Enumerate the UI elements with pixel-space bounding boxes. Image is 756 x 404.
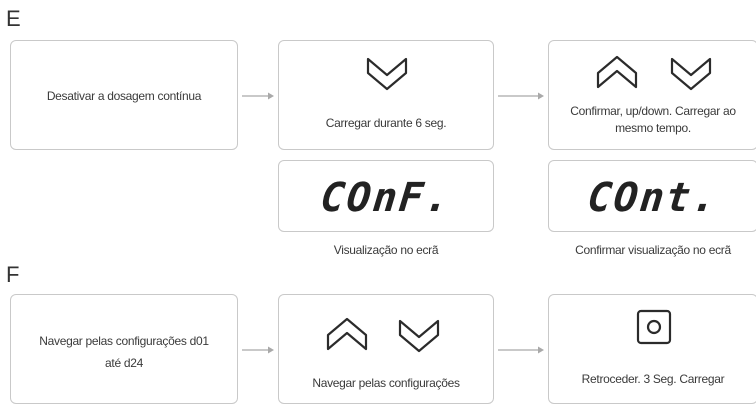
chevron-down-icon (397, 315, 441, 355)
arrow-f2-f3 (498, 345, 544, 355)
chevron-down-icon (365, 53, 409, 93)
step-f3-box: Retroceder. 3 Seg. Carregar (548, 294, 756, 404)
step-f2-box: Navegar pelas configurações (278, 294, 494, 404)
chevron-down-icon (669, 53, 713, 93)
display-conf-box: COnF. (278, 160, 494, 232)
display-cont-caption: Confirmar visualização no ecrã (575, 243, 731, 257)
arrow-e1-e2 (242, 91, 274, 101)
step-e2-text: Carregar durante 6 seg. (325, 116, 447, 130)
arrow-f1-f2 (242, 345, 274, 355)
step-f1-text-line2: até d24 (105, 356, 143, 370)
section-e-label: E (6, 6, 21, 31)
step-e2-box: Carregar durante 6 seg. (278, 40, 494, 150)
step-e1-box: Desativar a dosagem contínua (10, 40, 238, 150)
step-f3-text: Retroceder. 3 Seg. Carregar (581, 372, 725, 386)
chevron-up-icon (325, 315, 369, 355)
step-f1-text-line1: Navegar pelas configurações d01 (39, 334, 209, 348)
step-e3-text-line2: mesmo tempo. (615, 121, 691, 135)
step-f2-text: Navegar pelas configurações (312, 376, 460, 390)
display-conf-text: COnF. (318, 175, 454, 221)
step-f1-box: Navegar pelas configurações d01 até d24 (10, 294, 238, 404)
section-f-label: F (6, 262, 20, 287)
step-e3-text-line1: Confirmar, up/down. Carregar ao (570, 104, 736, 118)
chevron-up-icon (595, 53, 639, 93)
display-conf-caption: Visualização no ecrã (333, 243, 439, 257)
square-button-icon (636, 309, 672, 345)
step-e1-text: Desativar a dosagem contínua (46, 89, 202, 103)
arrow-e2-e3 (498, 91, 544, 101)
display-cont-text: COnt. (585, 175, 721, 221)
step-e3-box: Confirmar, up/down. Carregar ao mesmo te… (548, 40, 756, 150)
display-cont-box: COnt. (548, 160, 756, 232)
